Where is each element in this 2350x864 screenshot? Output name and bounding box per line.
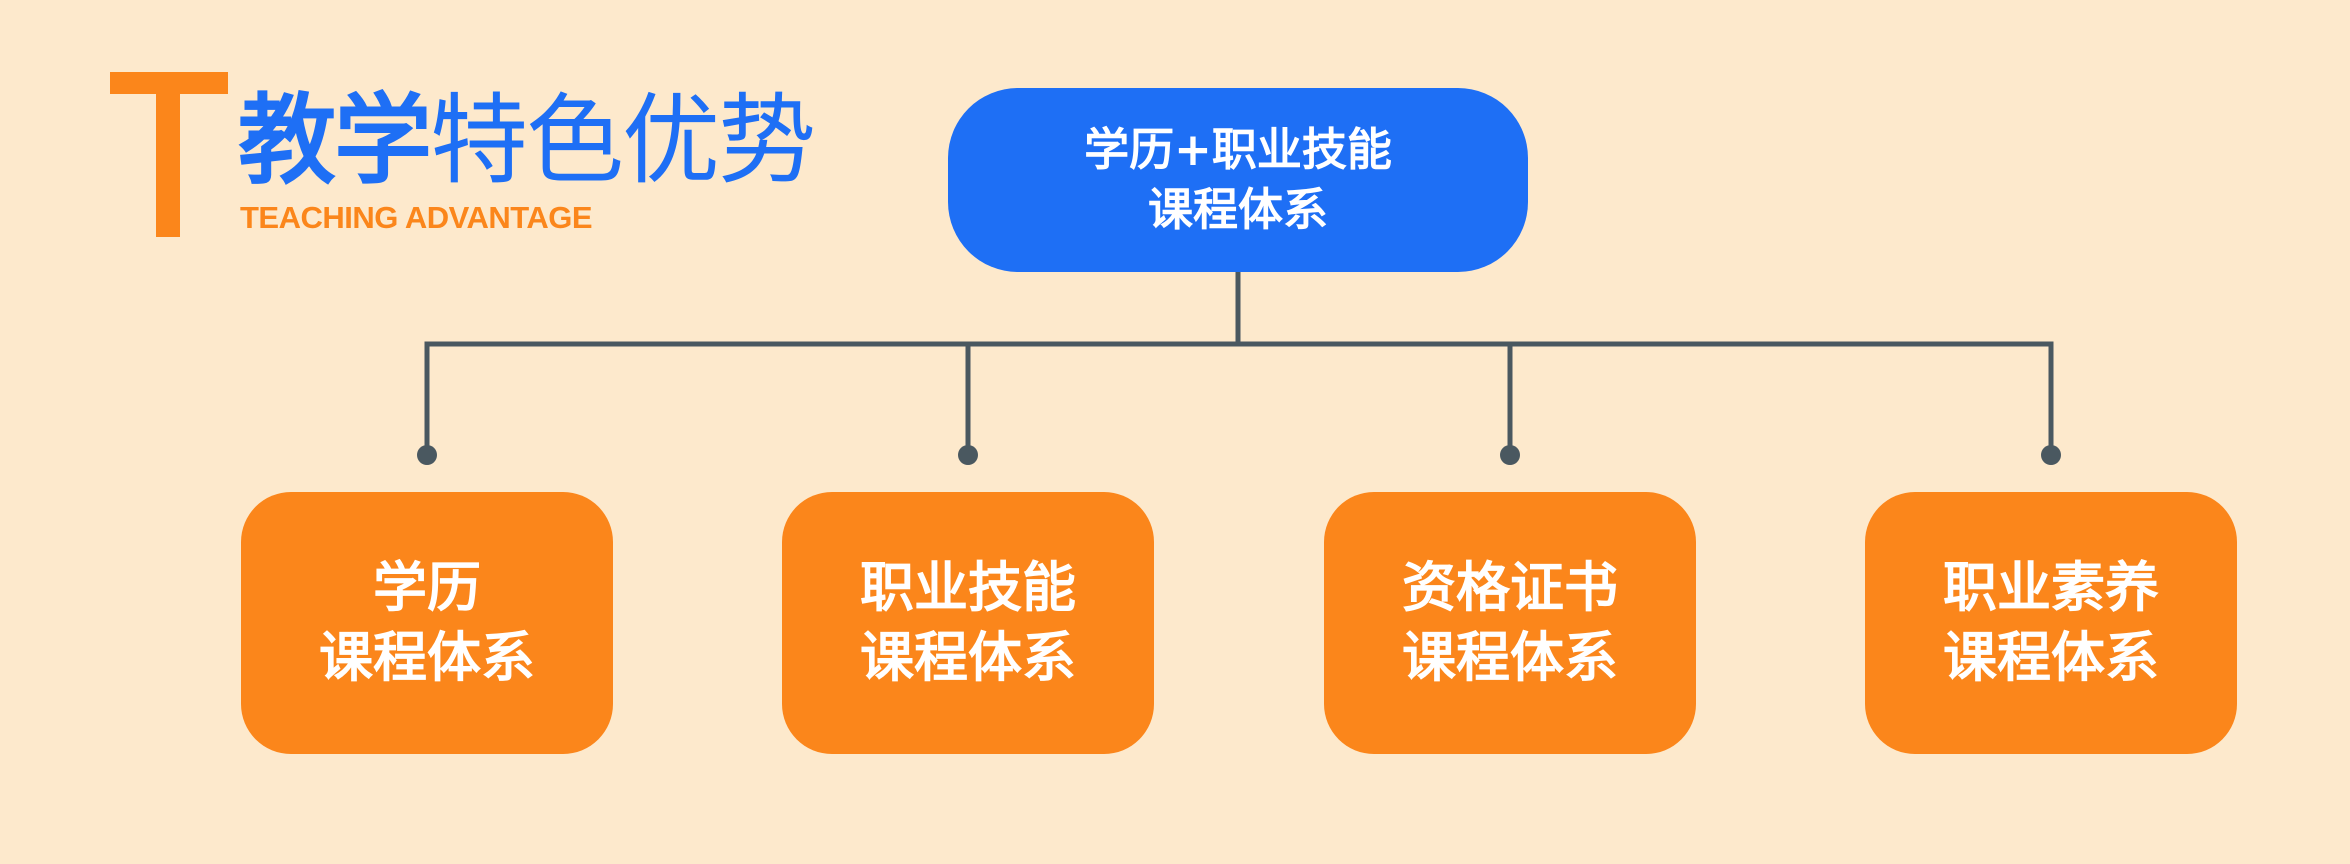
title-light-part: 特色优势 (430, 84, 816, 198)
logo-t-icon (110, 72, 228, 237)
child-node-2-line2: 课程体系 (860, 626, 1076, 689)
child-node-4-line2: 课程体系 (1943, 626, 2159, 689)
branch-dot-2 (958, 445, 978, 465)
root-node-text: 学历+职业技能 课程体系 (1084, 120, 1392, 240)
branch-dot-4 (2041, 445, 2061, 465)
child-node-1: 学历 课程体系 (241, 492, 613, 754)
root-node: 学历+职业技能 课程体系 (948, 88, 1528, 272)
child-node-2-line1: 职业技能 (860, 556, 1076, 619)
child-node-4: 职业素养 课程体系 (1865, 492, 2237, 754)
section-subtitle: TEACHING ADVANTAGE (240, 200, 593, 235)
child-node-1-line1: 学历 (373, 556, 481, 619)
child-node-1-line2: 课程体系 (319, 626, 535, 689)
branch-dot-3 (1500, 445, 1520, 465)
section-title: 教学特色优势 (238, 84, 816, 198)
child-node-3-line2: 课程体系 (1402, 626, 1618, 689)
child-node-3-line1: 资格证书 (1402, 556, 1618, 619)
title-bold-part: 教学 (238, 84, 432, 198)
child-node-3: 资格证书 课程体系 (1324, 492, 1696, 754)
child-node-4-line1: 职业素养 (1943, 556, 2159, 619)
branch-dot-1 (417, 445, 437, 465)
root-node-line2: 课程体系 (1147, 183, 1328, 236)
root-node-line1: 学历+职业技能 (1084, 123, 1392, 176)
child-node-2: 职业技能 课程体系 (782, 492, 1154, 754)
